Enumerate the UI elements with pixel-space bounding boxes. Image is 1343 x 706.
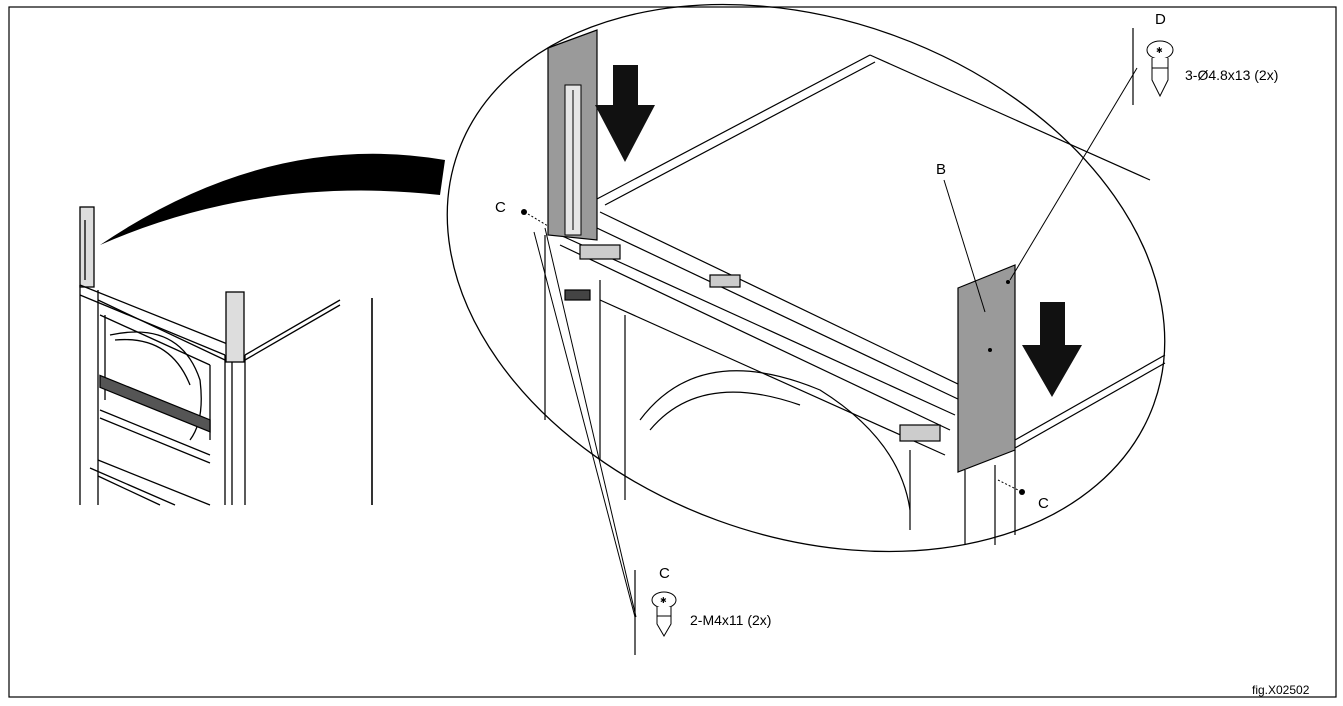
left-side-panel: [547, 29, 598, 241]
panel-b: [957, 264, 1016, 473]
leader-line-c-part-1: [533, 231, 636, 618]
magnified-detail-ellipse: [446, 3, 1166, 553]
part-d-spec: 3-Ø4.8x13 (2x): [1185, 67, 1278, 83]
magnified-detail-drawing: [544, 54, 1166, 545]
svg-text:✱: ✱: [1156, 46, 1163, 55]
figure-id: fig.X02502: [1252, 683, 1310, 697]
leader-line-d: [1009, 67, 1138, 281]
screw-icon: ✱: [651, 591, 677, 637]
callout-b: B: [936, 161, 946, 178]
screw-point-c-left: [521, 209, 527, 215]
part-c-spec: 2-M4x11 (2x): [690, 612, 771, 628]
leader-line-c-part-2: [544, 227, 637, 618]
zoom-connector: [100, 153, 445, 245]
down-arrow-right: [1022, 302, 1082, 397]
leader-line-b: [943, 179, 986, 313]
screw-icon: ✱: [1146, 40, 1174, 98]
part-c-letter: C: [659, 565, 670, 582]
svg-text:✱: ✱: [660, 596, 667, 605]
callout-c-left: C: [495, 199, 506, 216]
down-arrow-left: [595, 65, 655, 162]
part-d-letter: D: [1155, 11, 1166, 28]
callout-c-right: C: [1038, 495, 1049, 512]
screw-path-c-left: [527, 213, 549, 227]
screw-point-c-right: [1019, 489, 1025, 495]
overview-frame-drawing: [79, 206, 373, 506]
